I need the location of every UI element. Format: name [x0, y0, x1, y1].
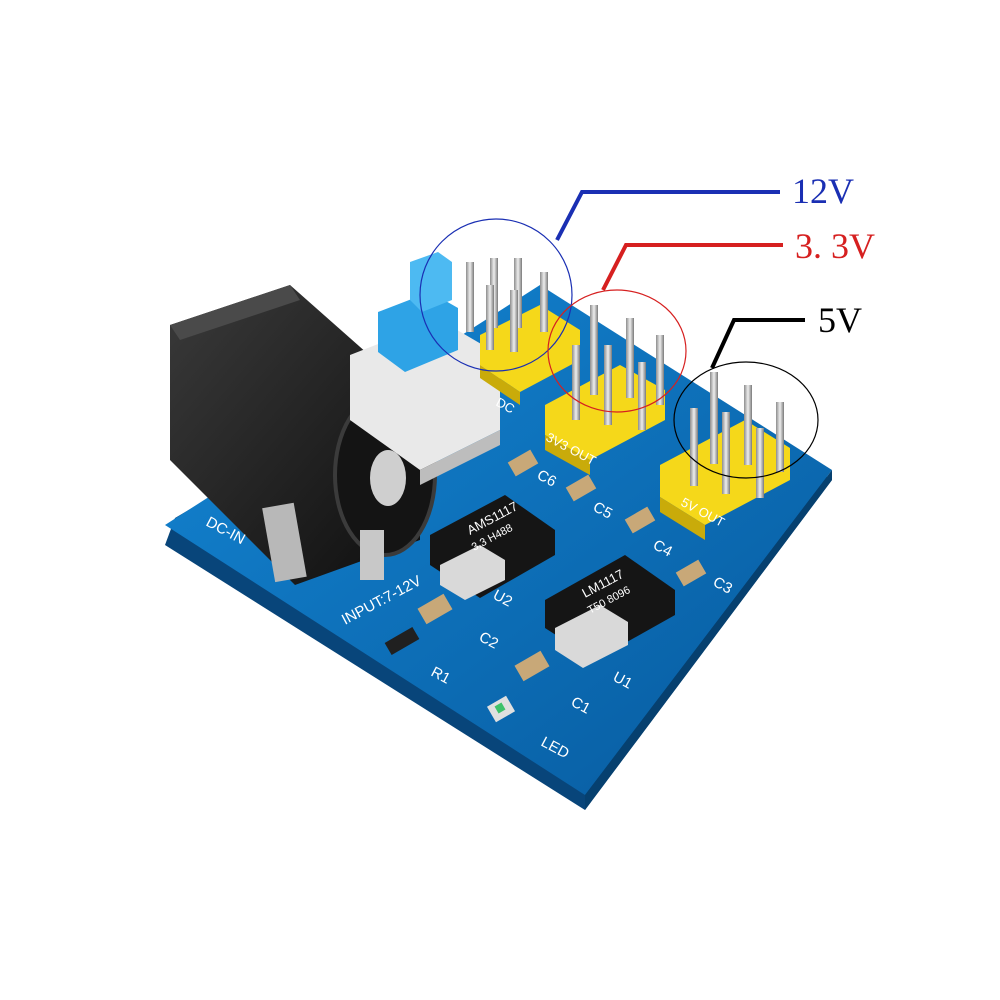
smd-components: [384, 449, 707, 723]
callout-12v-label: 12V: [792, 171, 854, 211]
callout-5v-label: 5V: [818, 300, 862, 340]
callout-3v3: 3. 3V: [547, 226, 875, 413]
header-5v: [660, 372, 790, 540]
regulator-u1: LM1117 T50 8096: [545, 555, 675, 668]
regulator-u2: AMS1117 3.3 H488: [430, 495, 555, 600]
callout-3v3-label: 3. 3V: [795, 226, 875, 266]
switch-button: [378, 292, 458, 372]
header-3v3: [545, 305, 665, 475]
header-12v: [466, 258, 580, 405]
callout-12v: 12V: [419, 171, 854, 372]
power-switch: [350, 252, 500, 485]
callout-5v: 5V: [673, 300, 862, 479]
